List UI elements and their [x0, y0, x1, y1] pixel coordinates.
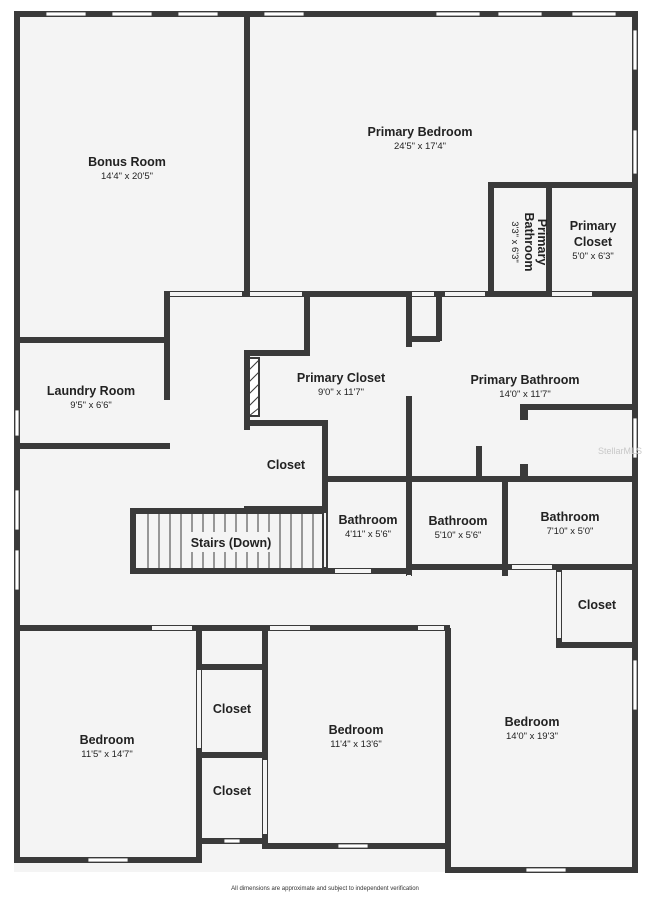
- footnote: All dimensions are approximate and subje…: [231, 886, 419, 892]
- room-primary-bathroom-small: Primary Bathroom 3'3" x 6'3": [509, 212, 549, 271]
- room-closet-mid-top: Closet: [213, 702, 252, 716]
- room-name: Primary Closet: [297, 371, 386, 385]
- room-bedroom-left: Bedroom 11'5" x 14'7": [80, 733, 135, 760]
- room-dims: 9'5" x 6'6": [70, 400, 112, 411]
- room-name: Closet: [267, 458, 306, 472]
- room-dims: 3'3" x 6'3": [509, 221, 520, 263]
- room-dims: 5'0" x 6'3": [572, 251, 614, 262]
- room-dims: 7'10" x 5'0": [547, 526, 594, 537]
- room-name: Closet: [213, 702, 252, 716]
- windows: [14, 11, 638, 873]
- room-name: Primary: [570, 219, 617, 233]
- room-laundry: Laundry Room 9'5" x 6'6": [47, 384, 135, 411]
- room-dims: 9'0" x 11'7": [318, 387, 364, 398]
- room-closet-hall: Closet: [267, 458, 306, 472]
- room-name: Primary Bathroom: [470, 373, 579, 387]
- room-name: Closet: [213, 784, 252, 798]
- room-primary-closet: Primary Closet 9'0" x 11'7": [297, 371, 386, 398]
- room-bathroom-3: Bathroom 7'10" x 5'0": [540, 510, 599, 537]
- room-dims: 14'4" x 20'5": [101, 171, 153, 182]
- room-name: Bedroom: [80, 733, 135, 747]
- interior-walls: [14, 14, 634, 844]
- room-dims: 11'4" x 13'6": [330, 739, 381, 750]
- room-name: Bathroom: [428, 514, 487, 528]
- room-name: Primary: [535, 219, 549, 266]
- room-name: Bathroom: [522, 212, 536, 271]
- stair-treads: [147, 514, 314, 568]
- room-stairs: Stairs (Down): [186, 532, 276, 552]
- stair-hatch: [248, 357, 260, 417]
- room-closet-right: Closet: [578, 598, 617, 612]
- room-name: Stairs (Down): [191, 536, 272, 550]
- room-name: Bonus Room: [88, 155, 166, 169]
- room-name: Bathroom: [540, 510, 599, 524]
- room-primary-closet-small: Primary Closet 5'0" x 6'3": [570, 219, 617, 262]
- room-name: Bedroom: [329, 723, 384, 737]
- room-dims: 14'0" x 11'7": [499, 389, 550, 400]
- room-dims: 14'0" x 19'3": [506, 731, 558, 742]
- room-bedroom-mid: Bedroom 11'4" x 13'6": [329, 723, 384, 750]
- watermark: StellarMLS: [598, 446, 642, 456]
- room-name: Bathroom: [338, 513, 397, 527]
- door-openings: [152, 292, 592, 834]
- room-bedroom-right: Bedroom 14'0" x 19'3": [505, 715, 560, 742]
- room-primary-bedroom: Primary Bedroom 24'5" x 17'4": [368, 125, 473, 152]
- room-closet-mid-bottom: Closet: [213, 784, 252, 798]
- room-dims: 11'5" x 14'7": [81, 749, 132, 760]
- room-bathroom-2: Bathroom 5'10" x 5'6": [428, 514, 487, 541]
- room-name: Laundry Room: [47, 384, 135, 398]
- room-name: Closet: [578, 598, 617, 612]
- room-dims: 5'10" x 5'6": [435, 530, 482, 541]
- room-dims: 4'11" x 5'6": [345, 529, 391, 540]
- room-bonus: Bonus Room 14'4" x 20'5": [88, 155, 166, 182]
- room-name: Bedroom: [505, 715, 560, 729]
- room-dims: 24'5" x 17'4": [394, 141, 446, 152]
- room-primary-bathroom: Primary Bathroom 14'0" x 11'7": [470, 373, 579, 400]
- room-bathroom-1: Bathroom 4'11" x 5'6": [338, 513, 397, 540]
- room-name: Closet: [574, 235, 613, 249]
- room-name: Primary Bedroom: [368, 125, 473, 139]
